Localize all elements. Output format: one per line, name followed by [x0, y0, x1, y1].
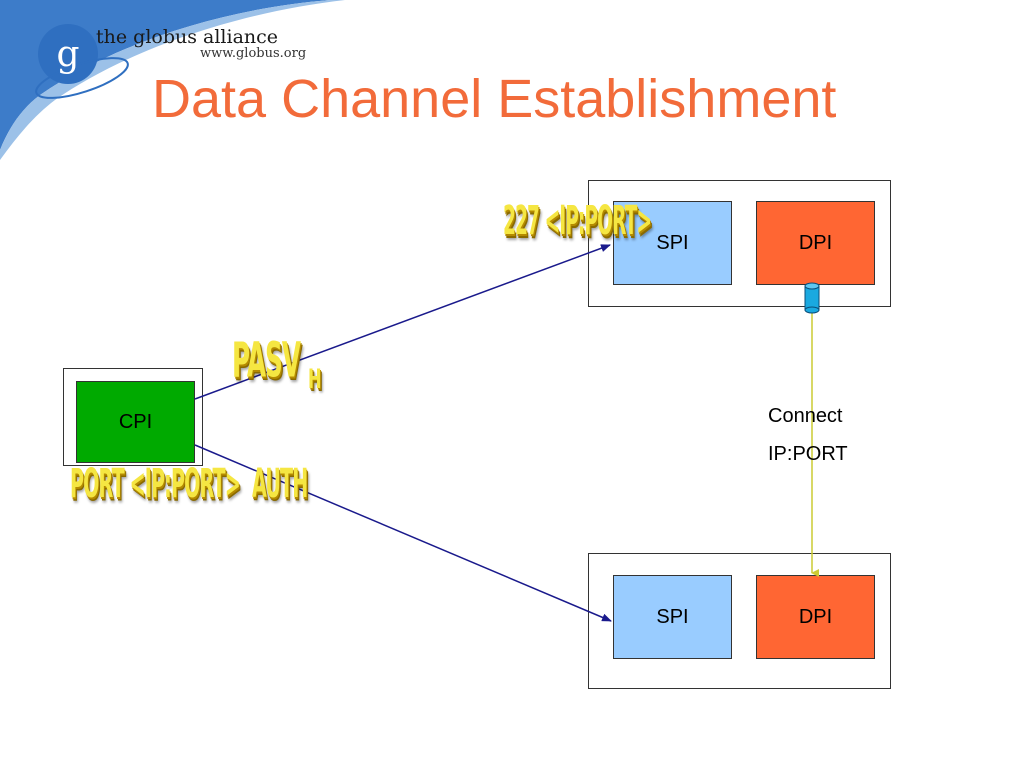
- top-spi-box: SPI: [613, 201, 732, 285]
- bottom-spi-label: SPI: [656, 605, 689, 628]
- connect-label: Connect: [768, 405, 843, 427]
- top-dpi-label: DPI: [798, 231, 833, 254]
- port-label: PORT <IP:PORT>: [70, 462, 241, 508]
- cpi-box: CPI: [76, 381, 195, 463]
- brand-url: www.globus.org: [200, 46, 307, 61]
- connect-address-label: IP:PORT: [768, 443, 848, 465]
- pasv-arrow: [194, 244, 611, 400]
- logo-letter: g: [56, 34, 79, 75]
- pasv-suffix-label: H: [308, 364, 322, 396]
- slide-title: Data Channel Establishment: [152, 69, 837, 129]
- corner-swoosh: g: [0, 0, 345, 160]
- brand-name: the globus alliance: [96, 26, 279, 48]
- auth-label: AUTH: [252, 462, 308, 508]
- bottom-dpi-label: DPI: [798, 605, 833, 628]
- port-arrow: [194, 444, 612, 622]
- reply-227-label: 227 <IP:PORT>: [503, 196, 652, 244]
- cpi-label: CPI: [118, 410, 153, 433]
- bottom-spi-box: SPI: [613, 575, 732, 659]
- top-spi-label: SPI: [656, 231, 689, 254]
- socket-cylinder-icon: [804, 282, 820, 314]
- pasv-label: PASV: [232, 334, 301, 390]
- globus-logo-icon: g: [35, 24, 129, 99]
